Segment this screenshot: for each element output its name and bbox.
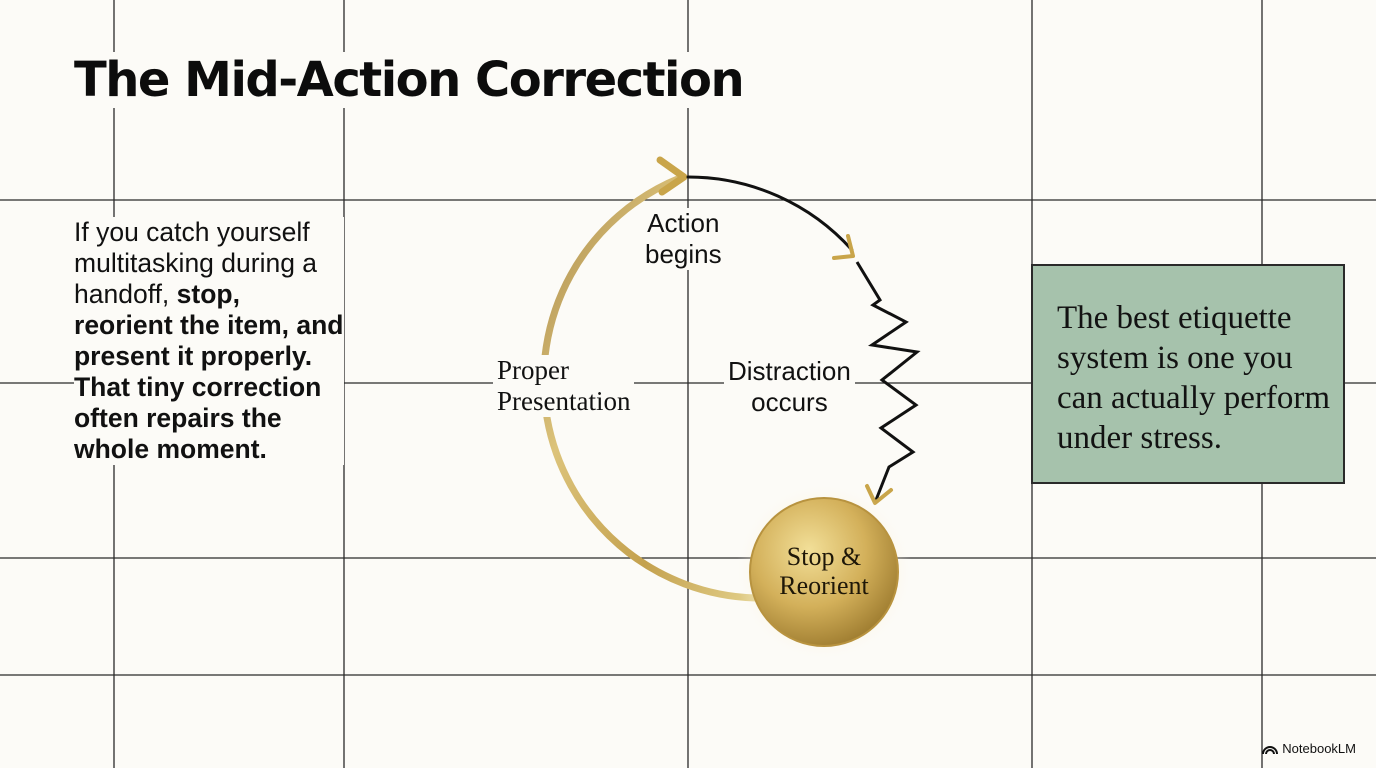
brand-label: NotebookLM xyxy=(1282,741,1356,756)
action-arrowhead xyxy=(832,234,855,260)
stop-reorient-medal xyxy=(749,497,899,647)
stop-reorient-label: Stop &Reorient xyxy=(779,542,869,600)
notebooklm-logo-icon xyxy=(1262,745,1279,754)
brand-watermark: NotebookLM xyxy=(1262,741,1356,756)
proper-presentation-arc xyxy=(540,174,759,602)
page-title: The Mid-Action Correction xyxy=(74,52,752,108)
instruction-bold-conclusion: That tiny correction often repairs the w… xyxy=(74,372,322,464)
distraction-zigzag xyxy=(855,261,921,501)
quote-box: The best etiquette system is one you can… xyxy=(1031,264,1345,484)
instruction-plain: If you catch yourself multitasking durin… xyxy=(74,217,318,309)
instruction-bold: stop, reorient the item, and present it … xyxy=(74,279,344,371)
arc-arrowhead xyxy=(656,156,688,196)
instruction-text: If you catch yourself multitasking durin… xyxy=(74,217,344,465)
action-arc xyxy=(686,175,854,252)
quote-text: The best etiquette system is one you can… xyxy=(1057,300,1331,456)
